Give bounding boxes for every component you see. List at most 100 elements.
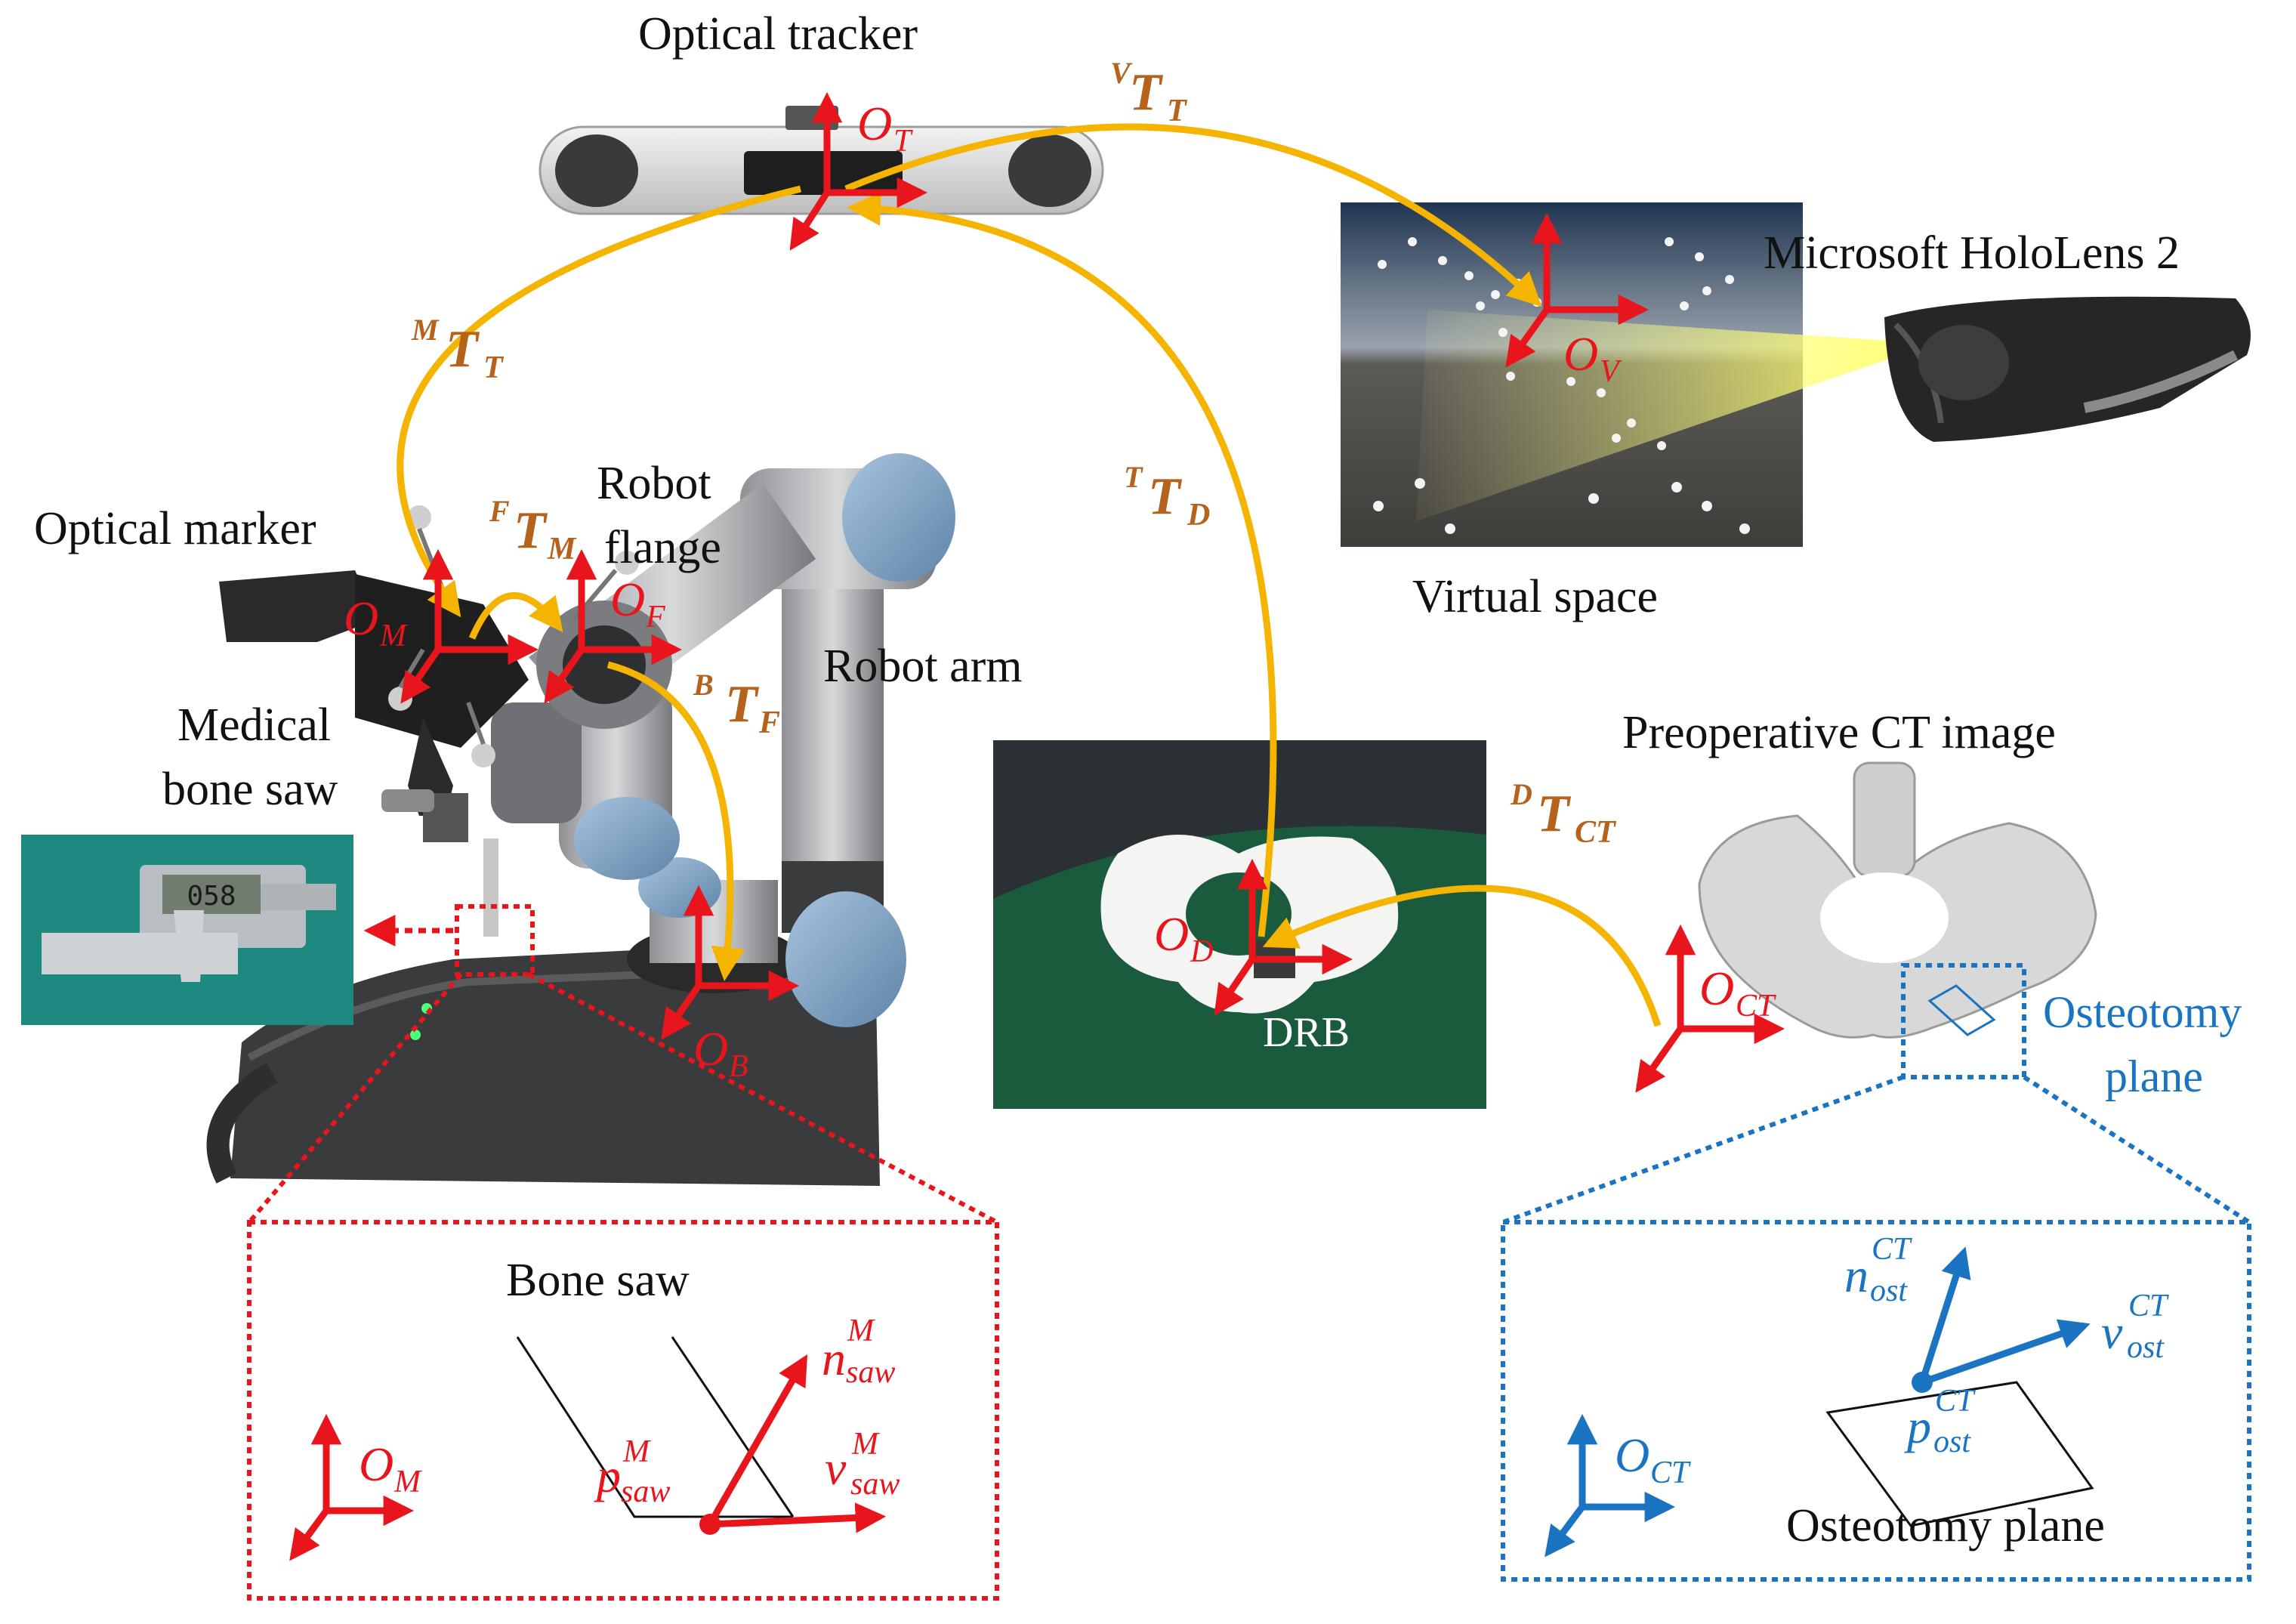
n-ost-vector: [1918, 1246, 1971, 1384]
transform-label-t-t-d: T T D: [1124, 460, 1210, 533]
v-ost-vector: [1921, 1319, 2091, 1386]
vector-label-v-ost: v CT ost: [2101, 1289, 2169, 1365]
bone-saw-sketch: [516, 1336, 887, 1535]
hololens-device: [1884, 296, 2251, 442]
ot-axis-y: [789, 190, 830, 251]
svg-text:T: T: [893, 124, 913, 159]
svg-text:saw: saw: [621, 1474, 670, 1509]
svg-text:T: T: [514, 502, 548, 560]
osteotomy-plane-label-2: plane: [2105, 1051, 2203, 1101]
transform-label-d-t-ct: D T CT: [1510, 777, 1617, 850]
robot-flange-label-2: flange: [604, 522, 721, 573]
vector-label-n-ost: n CT ost: [1844, 1232, 1912, 1308]
svg-text:O: O: [1563, 327, 1598, 381]
svg-text:F: F: [645, 600, 665, 634]
of-axis-y: [544, 647, 585, 704]
svg-text:T: T: [1129, 63, 1164, 122]
svg-text:CT: CT: [1935, 1384, 1976, 1419]
arrow-v-t-t: [844, 123, 1542, 307]
hololens-label: Microsoft HoloLens 2: [1764, 227, 2180, 279]
svg-text:T: T: [1124, 460, 1143, 494]
caliper-inset-photo: 058: [21, 835, 353, 1025]
svg-text:T: T: [1167, 94, 1188, 128]
svg-text:T: T: [446, 320, 480, 378]
transform-label-b-t-f: B T F: [693, 668, 780, 740]
vector-label-v-saw: v M saw: [825, 1427, 900, 1502]
arrow-t-t-d: [847, 191, 1277, 937]
svg-text:T: T: [1148, 468, 1183, 526]
svg-text:M: M: [851, 1427, 880, 1462]
p-saw-point: [699, 1514, 721, 1535]
oct-axis-y: [1635, 1027, 1683, 1093]
osteotomy-plane-label-1: Osteotomy: [2043, 987, 2242, 1037]
ob-axis-y: [661, 983, 702, 1040]
svg-text:CT: CT: [2128, 1289, 2169, 1323]
svg-text:T: T: [1537, 785, 1572, 843]
transform-label-v-t-t: V T T: [1110, 56, 1188, 128]
svg-text:M: M: [379, 619, 408, 653]
v-saw-vector: [709, 1502, 887, 1533]
caliper-reading: 058: [187, 881, 236, 912]
svg-text:B: B: [693, 668, 714, 702]
svg-text:F: F: [489, 494, 510, 528]
svg-text:p: p: [594, 1449, 621, 1502]
medical-bone-saw-label-2: bone saw: [162, 764, 338, 815]
transform-arrows: [397, 123, 1662, 1027]
svg-text:ost: ost: [1933, 1425, 1971, 1459]
osteotomy-callout: [1501, 963, 2251, 1582]
svg-text:V: V: [1110, 56, 1133, 90]
svg-text:v: v: [2101, 1305, 2123, 1359]
ov-axis-y: [1505, 307, 1550, 368]
osteotomy-plane-inset-label: Osteotomy plane: [1786, 1500, 2105, 1551]
svg-text:CT: CT: [1650, 1456, 1691, 1490]
medical-bone-saw-label-1: Medical: [177, 699, 331, 751]
svg-text:O: O: [610, 573, 645, 626]
svg-text:M: M: [622, 1434, 651, 1469]
oct-inset-axis-y: [1545, 1505, 1585, 1558]
arrow-b-t-f: [606, 661, 745, 981]
robot-flange-label-1: Robot: [597, 458, 711, 509]
bone-saw-callout: [247, 904, 999, 1601]
svg-text:p: p: [1904, 1400, 1931, 1453]
svg-text:saw: saw: [846, 1355, 895, 1390]
svg-text:O: O: [857, 97, 892, 150]
od-axis-y: [1214, 957, 1255, 1016]
virtual-space-scene: [1341, 202, 1933, 547]
drb-label: DRB: [1263, 1009, 1350, 1056]
svg-text:D: D: [1510, 777, 1532, 811]
svg-text:n: n: [1844, 1249, 1869, 1302]
ct-pelvis-model: [1698, 761, 2097, 1039]
svg-text:V: V: [1600, 354, 1622, 389]
transform-label-f-t-m: F T M: [489, 494, 577, 567]
svg-text:B: B: [729, 1049, 748, 1084]
svg-text:M: M: [411, 313, 440, 347]
svg-text:T: T: [725, 675, 760, 733]
svg-text:ost: ost: [1870, 1274, 1908, 1308]
optical-marker-label: Optical marker: [34, 503, 316, 554]
vector-label-n-saw: n M saw: [822, 1314, 895, 1390]
arrow-m-t-t: [397, 185, 802, 618]
preoperative-ct-label: Preoperative CT image: [1622, 707, 2056, 758]
svg-text:M: M: [393, 1465, 422, 1499]
frame-axes-red: [289, 91, 1785, 1561]
svg-text:O: O: [1699, 962, 1734, 1015]
arrow-d-t-ct: [1262, 885, 1662, 1027]
svg-text:D: D: [1190, 934, 1213, 969]
om-axis-y: [400, 647, 441, 704]
svg-text:O: O: [693, 1022, 728, 1076]
svg-text:O: O: [1154, 907, 1189, 961]
n-saw-vector: [707, 1354, 808, 1527]
svg-text:M: M: [847, 1314, 875, 1348]
svg-text:T: T: [483, 350, 505, 385]
svg-text:CT: CT: [1575, 815, 1617, 850]
